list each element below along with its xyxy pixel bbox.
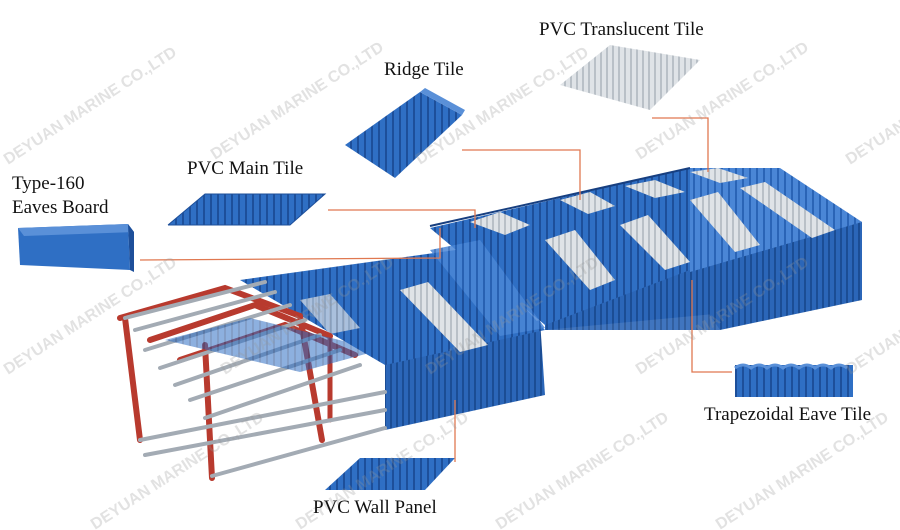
ridge-tile-label: Ridge Tile [384,59,464,80]
watermark-1: DEYUAN MARINE CO.,LTD [1,44,180,168]
eave-tile-sample [734,363,853,397]
watermark-13: DEYUAN MARINE CO.,LTD [493,409,672,530]
main-tile-sample [167,193,327,226]
watermark-5: DEYUAN MARINE CO.,LTD [843,44,900,168]
steel-frame [117,280,387,481]
eave-tile-label: Trapezoidal Eave Tile [704,404,872,425]
eaves-board-label-line1: Type-160 [12,173,85,194]
translucent-tile-sample [560,45,700,110]
main-tile-label: PVC Main Tile [187,158,304,179]
wall-panel-label: PVC Wall Panel [313,497,437,518]
building-front-section [240,240,545,430]
ridge-tile-sample [345,88,465,178]
watermark-6: DEYUAN MARINE CO.,LTD [1,254,180,378]
watermark-14: DEYUAN MARINE CO.,LTD [713,409,892,530]
eaves-board-sample [18,224,134,272]
eaves-board-label-line2: Eaves Board [12,197,109,218]
translucent-tile-label: PVC Translucent Tile [539,19,704,40]
wall-panel-sample [325,458,455,490]
leader-lines [139,117,732,462]
building-main-hall [429,167,862,330]
